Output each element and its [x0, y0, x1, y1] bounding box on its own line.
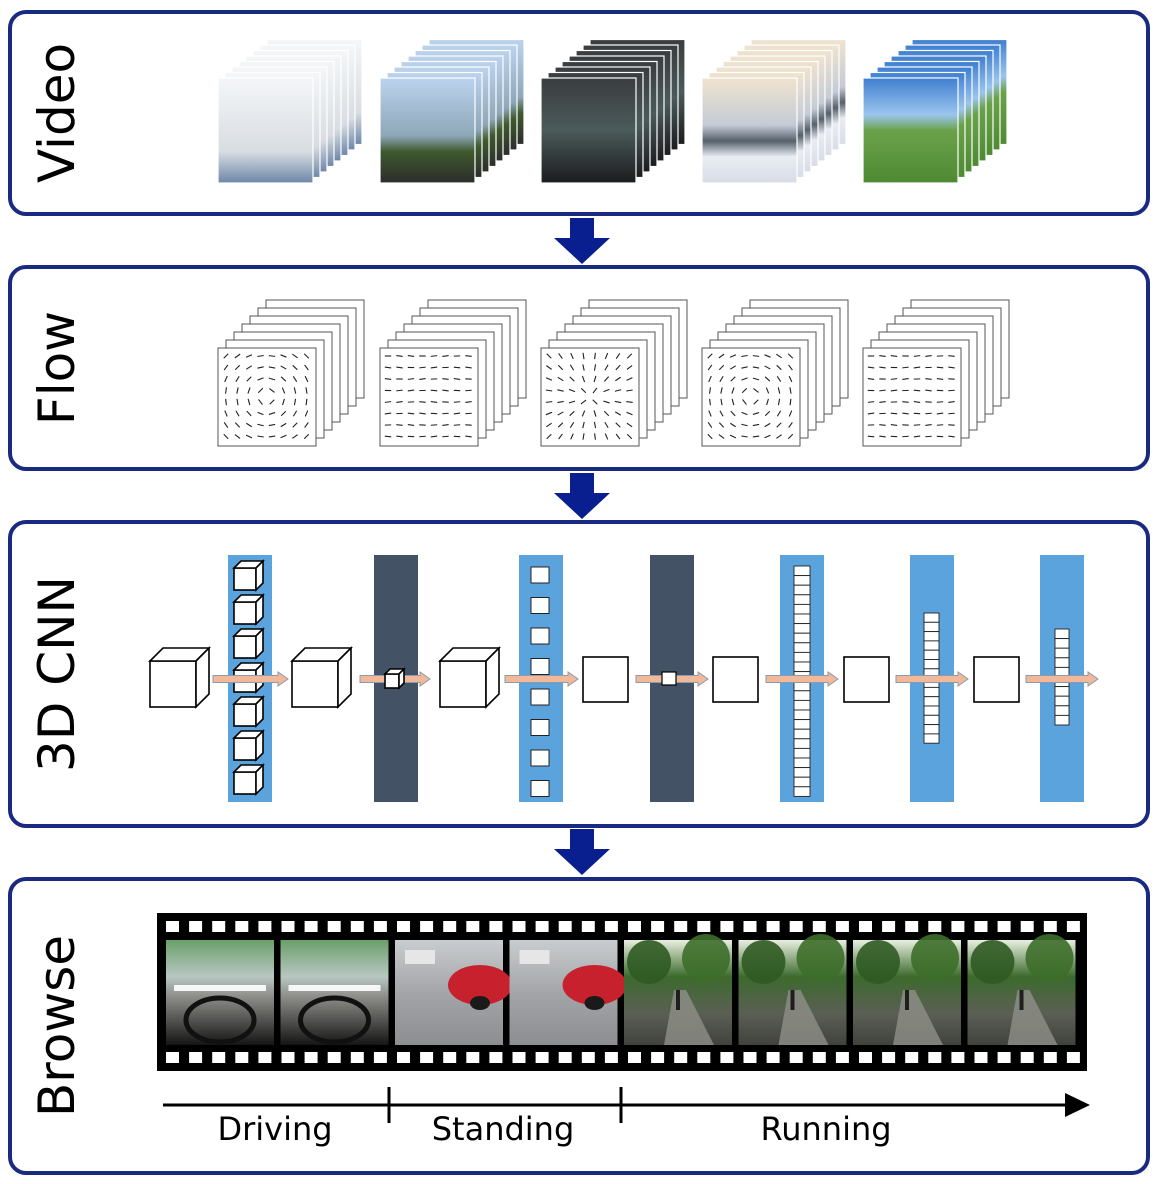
video-frame-stack — [379, 38, 525, 184]
film-frame — [166, 940, 274, 1045]
timeline-label-driving: Driving — [217, 1110, 333, 1148]
film-frame — [967, 934, 1076, 1045]
data-flow-arrows — [212, 671, 1099, 687]
conv-kernel-cubes — [232, 559, 265, 796]
pooling-kernel — [383, 667, 406, 690]
flow-field-stack — [217, 299, 365, 447]
flow-field-stack — [540, 299, 688, 447]
film-frame — [624, 934, 732, 1045]
video-frame-stack — [217, 38, 363, 184]
pooling-kernel — [661, 671, 677, 686]
flow-field-stack — [379, 299, 527, 447]
film-frame — [280, 940, 389, 1045]
film-frame — [395, 940, 512, 1045]
down-arrow-icon — [554, 829, 610, 875]
conv-kernel-squares — [530, 566, 550, 797]
film-frame — [738, 934, 847, 1045]
flow-field-stack — [701, 299, 849, 447]
timeline-label-standing: Standing — [431, 1110, 575, 1148]
film-strip — [157, 913, 1087, 1071]
feature-volume — [148, 646, 1020, 709]
film-frame — [853, 934, 961, 1045]
video-frame-stack — [862, 38, 1008, 184]
flow-field-stack — [862, 299, 1010, 447]
film-frame — [509, 940, 627, 1045]
down-arrow-icon — [554, 473, 610, 519]
video-frame-stack — [540, 38, 686, 184]
timeline-axis — [163, 1087, 1090, 1123]
timeline-label-running: Running — [760, 1110, 892, 1148]
down-arrow-icon — [554, 218, 610, 264]
video-frame-stack — [701, 38, 847, 184]
